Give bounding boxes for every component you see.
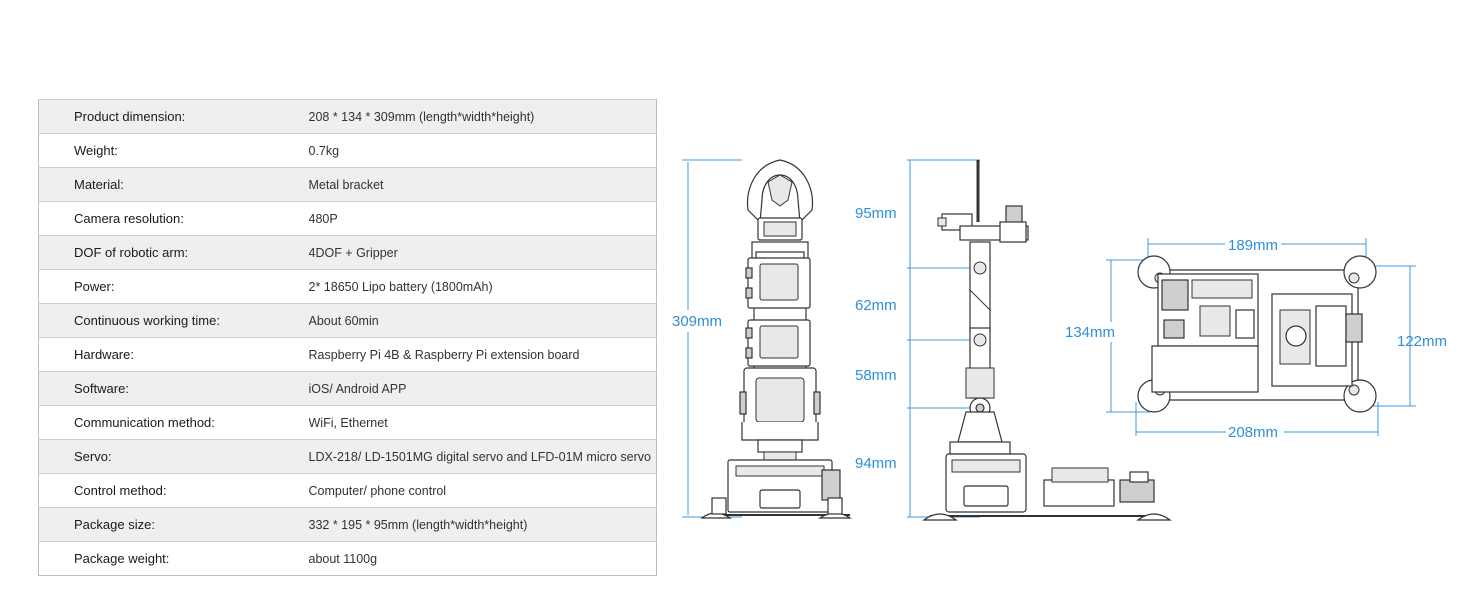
spec-label: DOF of robotic arm: — [38, 235, 309, 270]
spec-table: Product dimension:208 * 134 * 309mm (len… — [38, 99, 657, 576]
spec-label: Package weight: — [38, 541, 309, 576]
spec-row: Software:iOS/ Android APP — [38, 371, 657, 406]
spec-row: Package weight:about 1100g — [38, 541, 657, 576]
spec-value: About 60min — [308, 303, 657, 338]
spec-row: Communication method:WiFi, Ethernet — [38, 405, 657, 440]
spec-row: Control method:Computer/ phone control — [38, 473, 657, 508]
top-width-208-label: 208mm — [1228, 424, 1278, 441]
spec-value: 4DOF + Gripper — [308, 235, 657, 270]
spec-row: Package size:332 * 195 * 95mm (length*wi… — [38, 507, 657, 542]
spec-value: 0.7kg — [308, 133, 657, 168]
spec-value: WiFi, Ethernet — [308, 405, 657, 440]
front-height-label: 309mm — [672, 313, 722, 330]
spec-value: iOS/ Android APP — [308, 371, 657, 406]
spec-row: Continuous working time:About 60min — [38, 303, 657, 338]
spec-label: Product dimension: — [38, 99, 309, 134]
spec-value: 208 * 134 * 309mm (length*width*height) — [308, 99, 657, 134]
robot-arm-dimension-diagram: 309mm — [672, 159, 1447, 521]
spec-row: Hardware:Raspberry Pi 4B & Raspberry Pi … — [38, 337, 657, 372]
top-view: 189mm 208mm 134mm 122mm — [1064, 234, 1447, 442]
spec-value: LDX-218/ LD-1501MG digital servo and LFD… — [308, 439, 657, 474]
spec-row: Material:Metal bracket — [38, 167, 657, 202]
spec-label: Control method: — [38, 473, 309, 508]
side-dim-95-label: 95mm — [855, 205, 897, 222]
side-dim-94-label: 94mm — [855, 455, 897, 472]
spec-value: 480P — [308, 201, 657, 236]
spec-label: Material: — [38, 167, 309, 202]
spec-label: Power: — [38, 269, 309, 304]
spec-row: Servo:LDX-218/ LD-1501MG digital servo a… — [38, 439, 657, 474]
spec-row: Product dimension:208 * 134 * 309mm (len… — [38, 99, 657, 134]
top-width-189-label: 189mm — [1228, 237, 1278, 254]
spec-row: Power:2* 18650 Lipo battery (1800mAh) — [38, 269, 657, 304]
spec-label: Package size: — [38, 507, 309, 542]
spec-value: Metal bracket — [308, 167, 657, 202]
side-dim-62-label: 62mm — [855, 297, 897, 314]
spec-value: about 1100g — [308, 541, 657, 576]
front-view: 309mm — [672, 159, 852, 519]
spec-row: DOF of robotic arm:4DOF + Gripper — [38, 235, 657, 270]
top-depth-134-label: 134mm — [1065, 324, 1115, 341]
spec-value: Raspberry Pi 4B & Raspberry Pi extension… — [308, 337, 657, 372]
spec-value: 2* 18650 Lipo battery (1800mAh) — [308, 269, 657, 304]
top-depth-122-label: 122mm — [1397, 333, 1447, 350]
spec-row: Camera resolution:480P — [38, 201, 657, 236]
spec-row: Weight:0.7kg — [38, 133, 657, 168]
spec-label: Camera resolution: — [38, 201, 309, 236]
side-dim-58-label: 58mm — [855, 367, 897, 384]
spec-label: Hardware: — [38, 337, 309, 372]
spec-label: Communication method: — [38, 405, 309, 440]
spec-label: Software: — [38, 371, 309, 406]
spec-value: 332 * 195 * 95mm (length*width*height) — [308, 507, 657, 542]
spec-label: Continuous working time: — [38, 303, 309, 338]
side-view: 95mm 62mm 58mm 94mm — [855, 159, 1172, 521]
spec-label: Weight: — [38, 133, 309, 168]
spec-label: Servo: — [38, 439, 309, 474]
spec-value: Computer/ phone control — [308, 473, 657, 508]
